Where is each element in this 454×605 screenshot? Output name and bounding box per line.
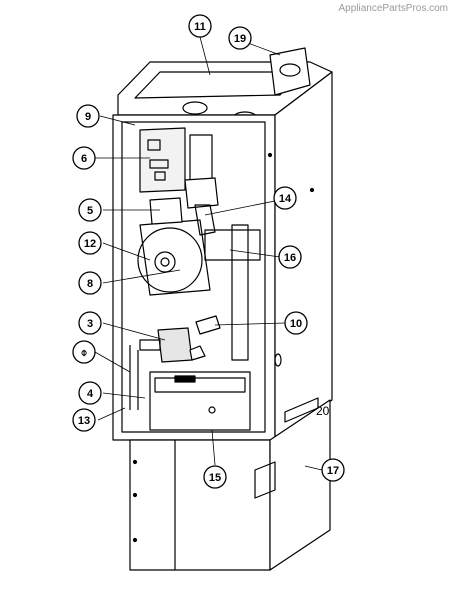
callout-label-8: 8 xyxy=(87,278,93,290)
callout-circle-5 xyxy=(78,198,102,222)
callout-circle-13 xyxy=(72,408,96,432)
exhaust-pipe xyxy=(231,224,249,361)
callout-label-13: 13 xyxy=(78,415,90,427)
callout-circle-15 xyxy=(203,465,227,489)
callout-label-9: 9 xyxy=(85,111,91,123)
callout-label-5: 5 xyxy=(87,205,93,217)
callout-label-16: 16 xyxy=(284,252,296,264)
callout-label-10: 10 xyxy=(290,318,302,330)
callout-circle-11 xyxy=(188,14,212,38)
callout-circle-10 xyxy=(284,311,308,335)
base-side xyxy=(269,399,331,571)
callout-circle-4 xyxy=(78,381,102,405)
callout-group: 11 19 9 6 5 14 12 16 8 3 10 ⌽ 4 13 15 17 xyxy=(72,14,345,489)
callout-label-3: 3 xyxy=(87,318,93,330)
callout-label-15: 15 xyxy=(209,472,221,484)
blower-housing xyxy=(137,227,203,293)
callout-circle-3 xyxy=(78,311,102,335)
callout-circle-7 xyxy=(72,340,96,364)
callout-circle-6 xyxy=(72,146,96,170)
callout-label-6: 6 xyxy=(81,153,87,165)
callout-label-12: 12 xyxy=(84,238,96,250)
callout-label-19: 19 xyxy=(234,33,246,45)
burner-box xyxy=(149,371,251,431)
callout-label-4: 4 xyxy=(87,388,94,400)
callout-circle-16 xyxy=(278,245,302,269)
callout-label-7: ⌽ xyxy=(81,347,88,359)
side-panel-label: 20 xyxy=(316,404,330,418)
vent-flap xyxy=(269,47,311,96)
callout-circle-19 xyxy=(228,26,252,50)
callout-label-14: 14 xyxy=(279,193,292,205)
watermark: AppliancePartsPros.com xyxy=(338,3,449,14)
cabinet-side xyxy=(274,71,333,441)
callout-circle-12 xyxy=(78,231,102,255)
callout-label-17: 17 xyxy=(327,465,339,477)
gas-valve xyxy=(157,327,193,363)
callout-circle-14 xyxy=(273,186,297,210)
callout-circle-17 xyxy=(321,458,345,482)
callout-label-11: 11 xyxy=(194,21,206,33)
base-front xyxy=(129,439,271,571)
limit-bracket xyxy=(195,315,221,335)
callout-circle-8 xyxy=(78,271,102,295)
callout-circle-9 xyxy=(76,104,100,128)
cabinet-inner xyxy=(121,121,266,433)
